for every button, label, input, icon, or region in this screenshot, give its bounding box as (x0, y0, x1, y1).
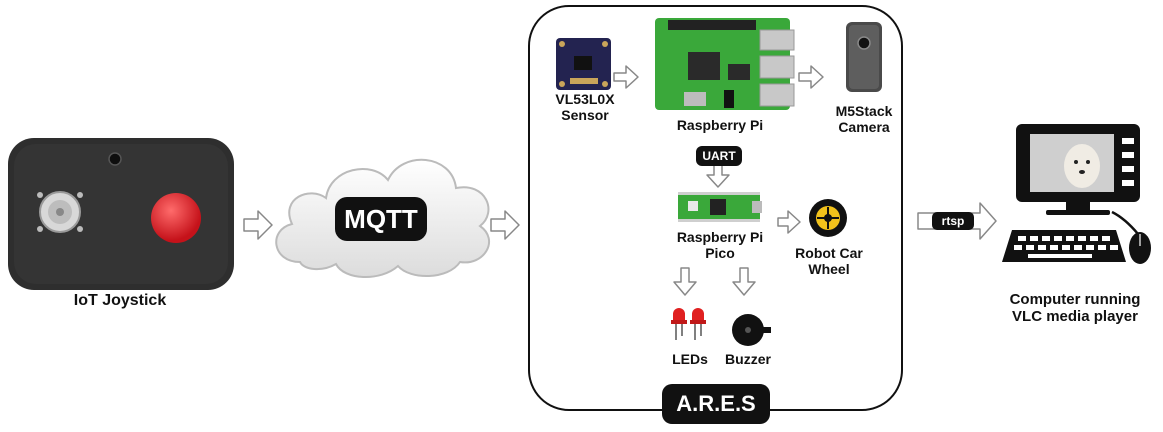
rtsp-badge: rtsp (932, 212, 974, 230)
buzzer-icon (732, 314, 771, 346)
camera-label: M5Stack Camera (824, 103, 904, 135)
iot-joystick-device (8, 138, 234, 290)
wheel-label: Robot Car Wheel (788, 245, 870, 277)
buzzer-label: Buzzer (725, 351, 771, 367)
screw-icon (37, 192, 43, 198)
robot-car-wheel-icon (809, 199, 847, 237)
push-button-icon (151, 193, 201, 243)
arrow-down-icon (732, 267, 756, 296)
status-light-icon (108, 152, 122, 166)
raspberry-pi-pico-board (678, 192, 762, 222)
pico-label: Raspberry Pi Pico (660, 229, 780, 261)
screw-icon (77, 226, 83, 232)
led-icon (671, 308, 687, 340)
computer-label-line1: Computer running (1009, 291, 1141, 308)
joystick-stick-center (56, 208, 64, 216)
raspberry-pi-label: Raspberry Pi (676, 117, 764, 133)
arrow-right-icon (798, 65, 824, 89)
camera-label-line2: Camera (838, 118, 890, 135)
joystick-panel (14, 144, 228, 284)
video-feed-icon (1064, 144, 1100, 188)
mqtt-badge: MQTT (335, 197, 427, 241)
ares-badge: A.R.E.S (662, 384, 770, 424)
pico-label-line1: Raspberry Pi (676, 229, 764, 245)
screw-icon (77, 192, 83, 198)
arrow-right-icon (777, 210, 801, 234)
computer-icon (1002, 124, 1151, 264)
sensor-label-line1: VL53L0X (555, 91, 615, 107)
arrow-right-icon (490, 210, 520, 240)
arrow-right-icon (243, 210, 273, 240)
arrow-down-icon (673, 267, 697, 296)
screw-icon (37, 226, 43, 232)
uart-badge: UART (696, 146, 742, 166)
pico-label-line2: Pico (705, 244, 735, 261)
wheel-label-line1: Robot Car (795, 245, 863, 261)
mouse-icon (1129, 232, 1151, 264)
joystick-label: IoT Joystick (73, 292, 167, 309)
sensor-label: VL53L0X Sensor (545, 91, 625, 123)
m5stack-camera-device (846, 22, 882, 92)
arrow-right-icon (613, 65, 639, 89)
sensor-label-line2: Sensor (561, 106, 609, 123)
led-icon (690, 308, 706, 340)
vl53l0x-sensor-board (556, 38, 611, 90)
camera-label-line1: M5Stack (835, 103, 893, 119)
computer-label-line2: VLC media player (1012, 307, 1138, 325)
wheel-label-line2: Wheel (808, 260, 850, 277)
computer-label: Computer running VLC media player (990, 291, 1160, 326)
arrow-down-icon (706, 164, 730, 188)
raspberry-pi-board (655, 18, 795, 110)
leds-label: LEDs (672, 351, 708, 367)
